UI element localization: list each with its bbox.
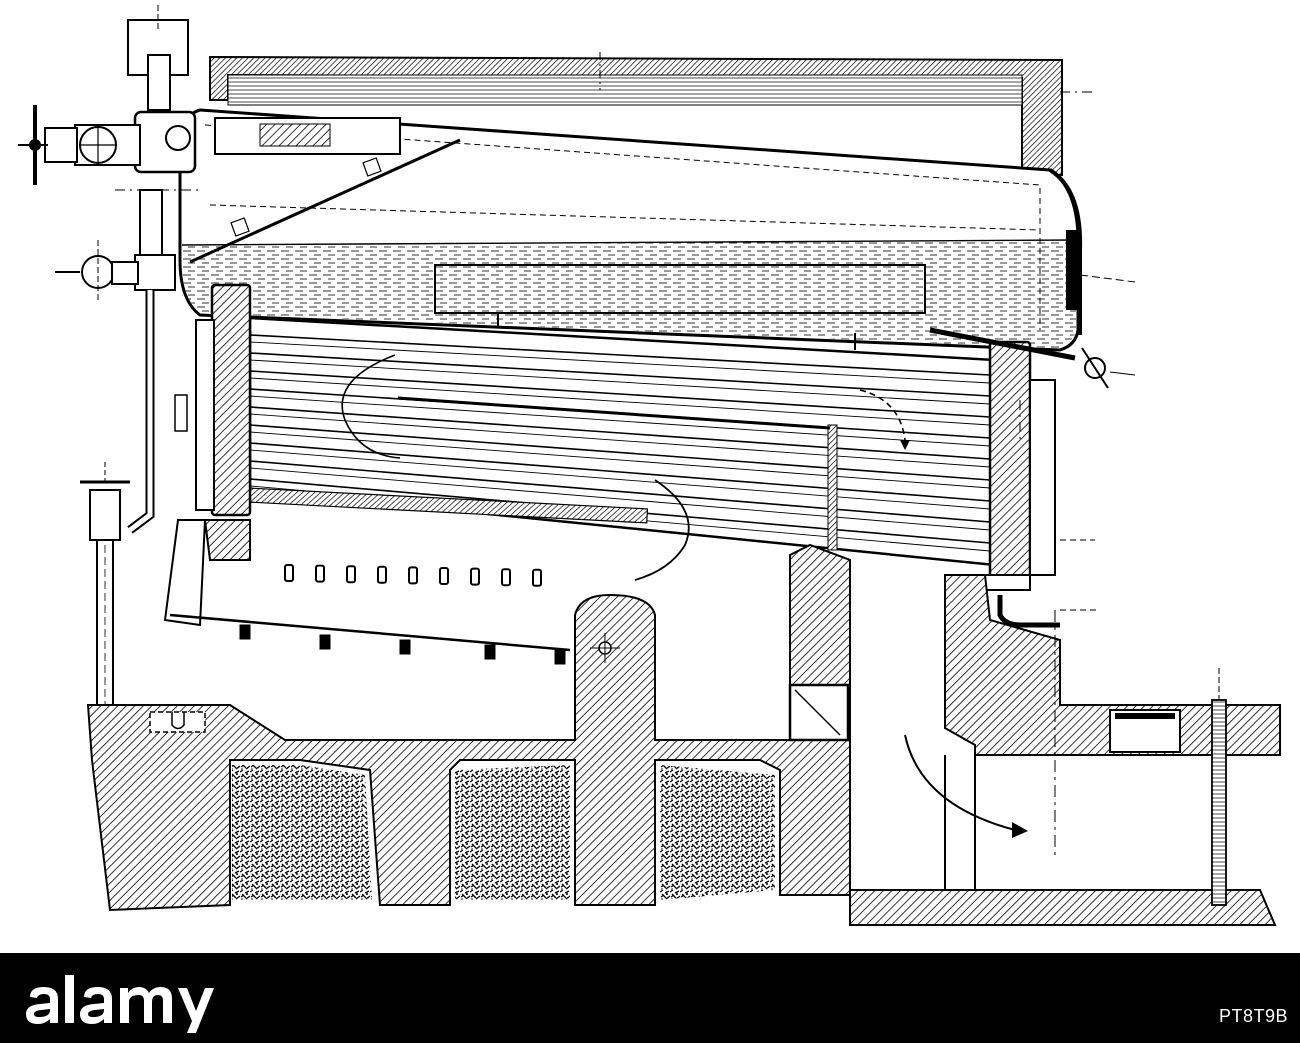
fire-tube [249, 370, 991, 418]
rear-fitting [929, 327, 1136, 389]
grate-hanger [554, 649, 566, 665]
grate-hanger [399, 639, 411, 655]
fire-tube [249, 460, 991, 523]
stock-image-id: PT8T9B [1218, 1006, 1288, 1026]
fire-tube-inner [249, 413, 991, 468]
furnace-grate [163, 519, 571, 665]
brick-casing [209, 52, 1063, 176]
watermark-bar [0, 953, 1300, 1043]
fire-tube-inner [249, 467, 991, 531]
foundation-masonry [86, 543, 1281, 926]
firedoor-slot [377, 565, 387, 584]
fire-tube-bank [246, 316, 997, 581]
firedoor-slot [408, 566, 418, 585]
fire-tube [249, 352, 991, 397]
fire-tube-inner [249, 395, 991, 447]
grate-hanger [319, 634, 331, 650]
alamy-logo [26, 975, 214, 1033]
firedoor-slot [439, 567, 449, 585]
fire-tube-inner [249, 359, 991, 405]
firedoor-slot [532, 568, 542, 587]
fire-tube-inner [249, 431, 991, 489]
boiler-drum [178, 108, 1136, 352]
fire-tube-inner [249, 377, 991, 426]
fire-tube-inner [249, 449, 991, 510]
front-header [174, 283, 252, 561]
fire-tube-inner [249, 341, 991, 384]
fire-tube [249, 424, 991, 481]
centerlines [115, 91, 1095, 440]
firedoor-slot [284, 564, 294, 582]
front-fittings [18, 5, 197, 711]
firedoor-slot [501, 568, 511, 587]
firedoor-slot [346, 565, 356, 584]
grate-hanger [484, 644, 496, 660]
fire-tube [249, 442, 991, 502]
fire-tube [249, 334, 991, 376]
grate-hanger [239, 624, 251, 640]
fire-tube [249, 406, 991, 460]
firedoor-slot [470, 567, 480, 586]
rear-header [984, 340, 1100, 628]
firedoor-slot [315, 564, 325, 583]
